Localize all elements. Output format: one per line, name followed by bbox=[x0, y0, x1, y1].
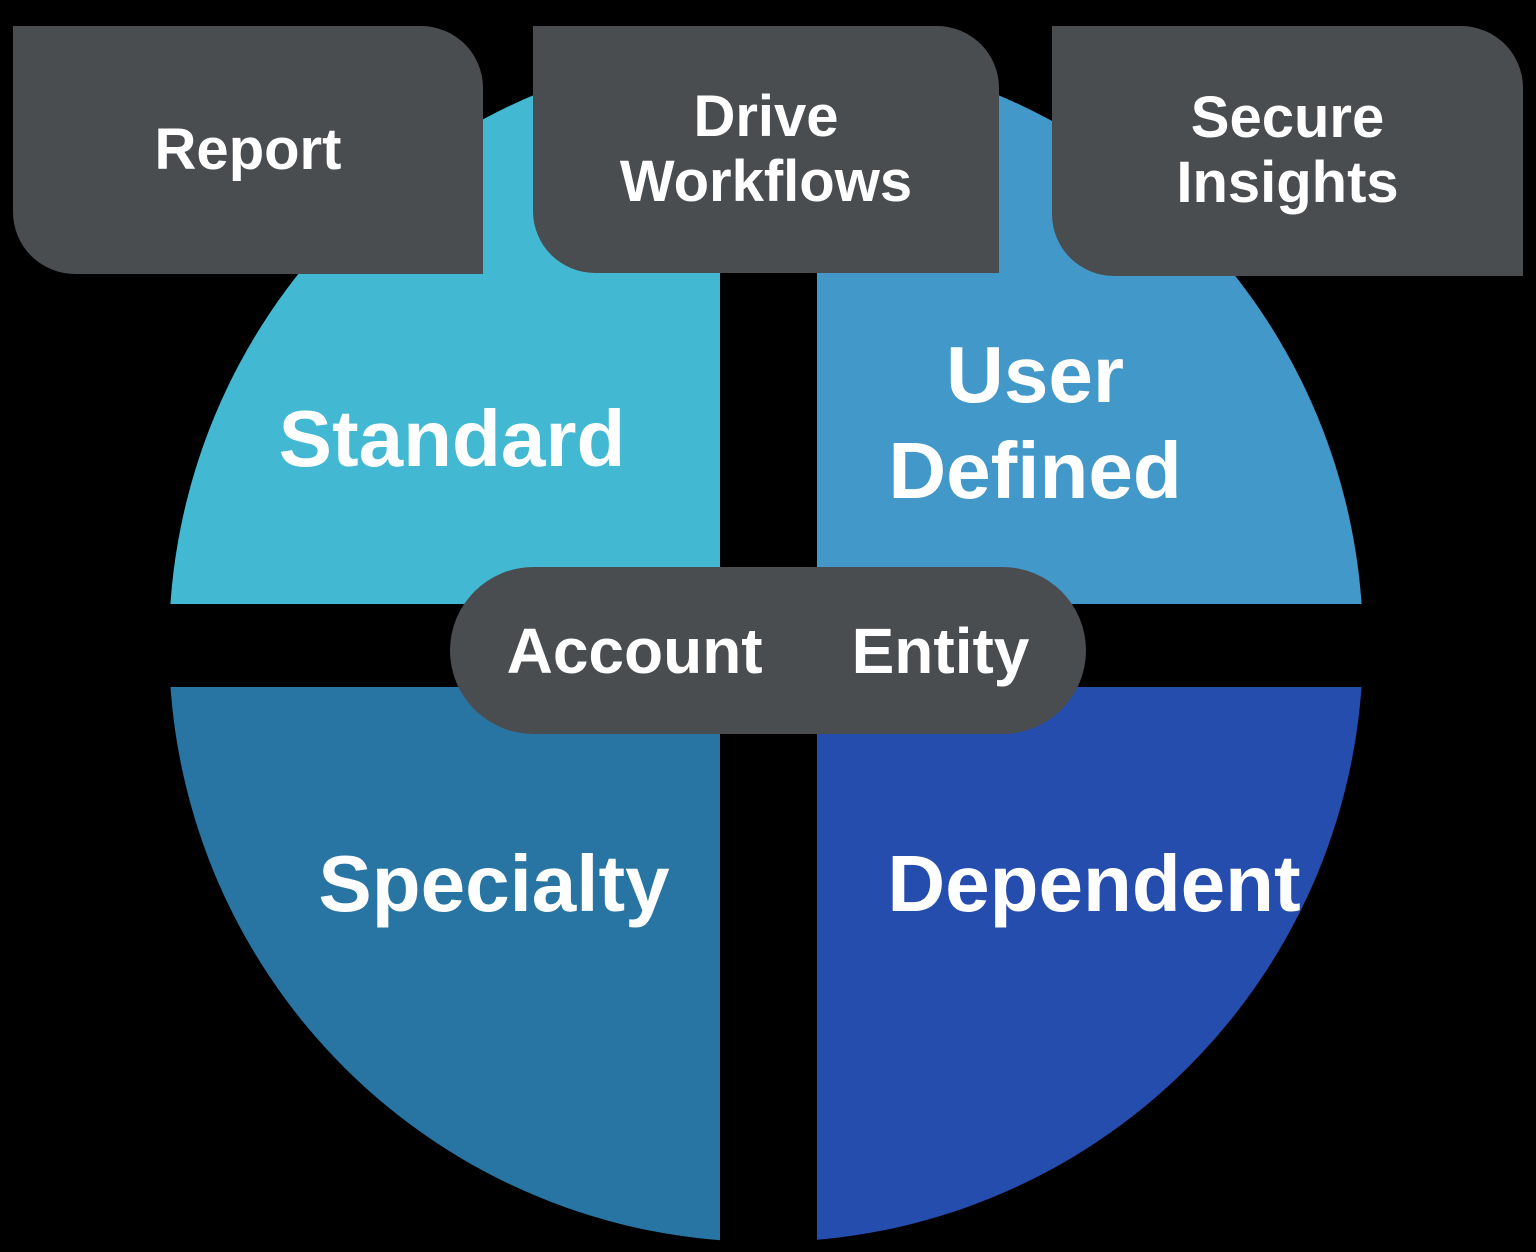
drive-workflows-box-label-line2: Workflows bbox=[619, 148, 913, 214]
secure-insights-box: Secure Insights bbox=[1052, 26, 1523, 276]
quadrant-specialty-label-line1: Specialty bbox=[318, 839, 670, 928]
quadrant-standard-label-line1: Standard bbox=[278, 394, 626, 483]
entity-label: Entity bbox=[851, 614, 1030, 687]
quadrant-dependent-label-line1: Dependent bbox=[887, 839, 1301, 928]
quadrant-user-defined-label-line1: User bbox=[946, 330, 1124, 419]
quadrant-user-defined-label: User Defined bbox=[888, 327, 1181, 519]
account-label: Account bbox=[506, 614, 763, 687]
quadrant-specialty: Specialty bbox=[170, 687, 720, 1242]
drive-workflows-box: Drive Workflows bbox=[533, 26, 999, 273]
quadrant-dependent: Dependent bbox=[817, 687, 1363, 1242]
secure-insights-box-label-line2: Insights bbox=[1176, 150, 1399, 215]
quadrant-user-defined-label-line2: Defined bbox=[888, 426, 1182, 515]
report-box: Report bbox=[13, 26, 483, 274]
secure-insights-box-label-line1: Secure bbox=[1190, 85, 1385, 151]
quadrant-dependent-label: Dependent bbox=[887, 836, 1300, 932]
report-box-label-line1: Report bbox=[154, 116, 342, 182]
drive-workflows-box-label-line1: Drive bbox=[693, 83, 839, 149]
account-entity-pill: Account Entity bbox=[450, 567, 1086, 734]
quadrant-specialty-label: Specialty bbox=[318, 836, 669, 932]
quadrant-standard-label: Standard bbox=[279, 391, 626, 487]
